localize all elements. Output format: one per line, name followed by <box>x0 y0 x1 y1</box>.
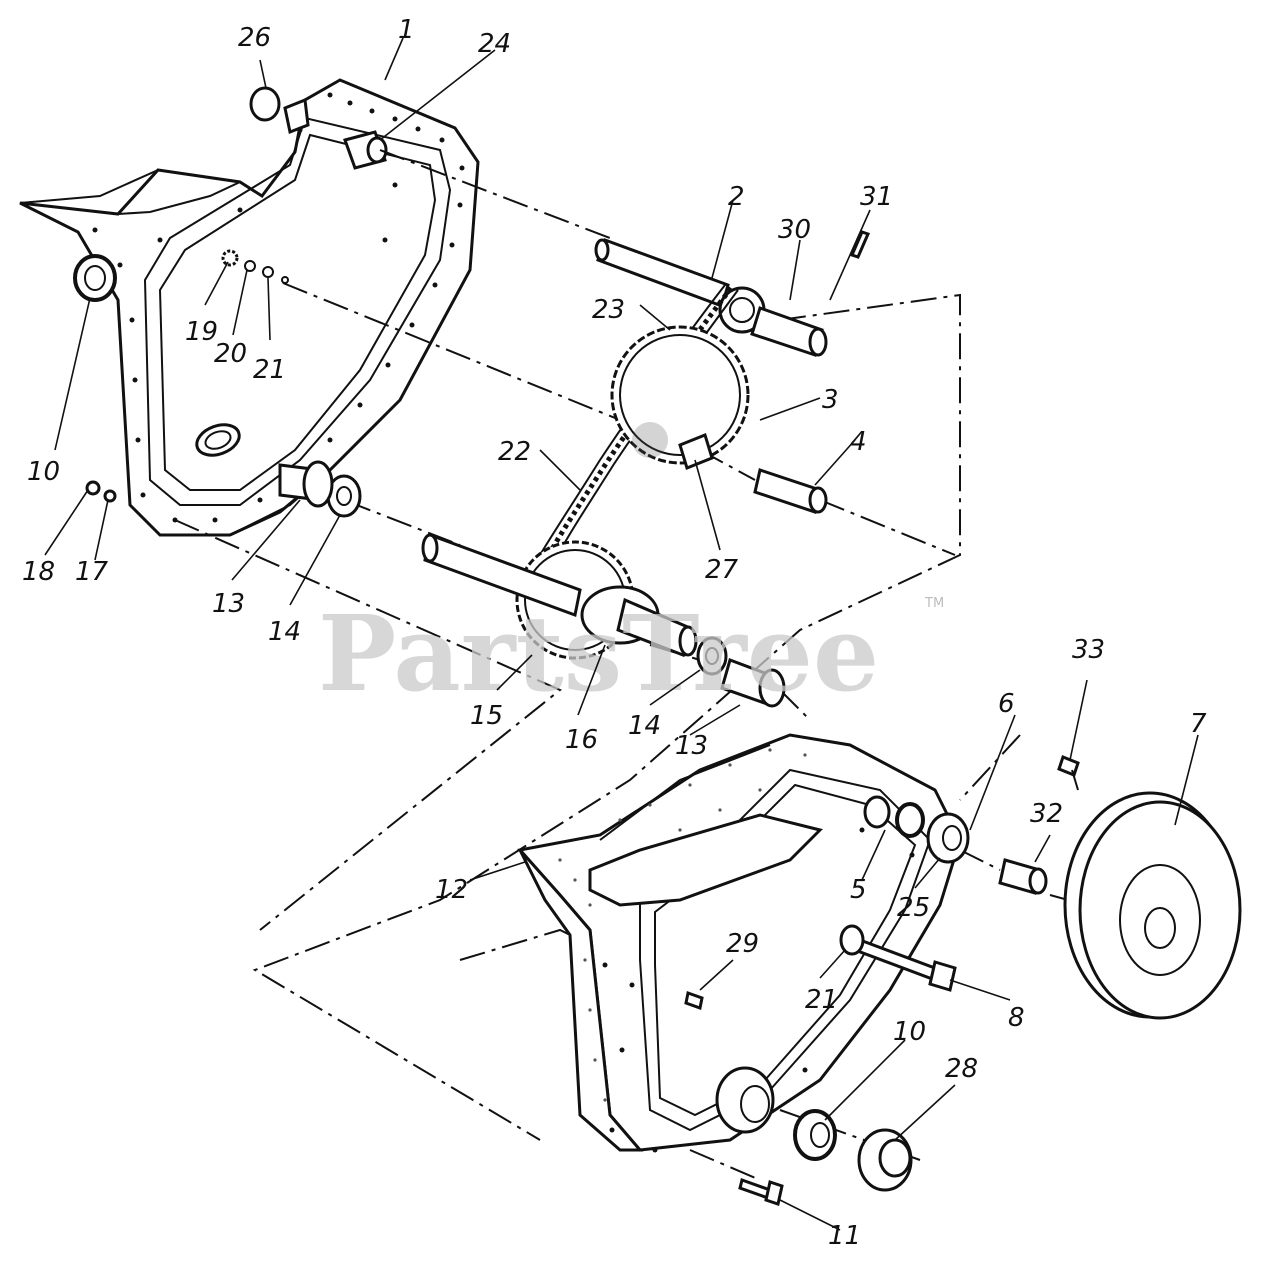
hub-collar <box>580 585 698 658</box>
roll-pin <box>849 230 871 259</box>
callout-21-left: 21 <box>253 355 286 385</box>
callout-23: 23 <box>592 295 625 325</box>
leader-lines <box>44 37 1199 1231</box>
callout-12: 12 <box>435 875 468 905</box>
callout-labels: 1 24 26 2 30 31 23 3 4 22 27 19 20 21 10… <box>22 15 1207 1251</box>
callout-13-right: 13 <box>675 731 708 761</box>
callout-10-left: 10 <box>27 457 60 487</box>
gasket-stipple <box>558 748 807 1102</box>
callout-27: 27 <box>705 555 739 585</box>
small-hardware-set <box>221 249 289 284</box>
callout-22: 22 <box>498 437 531 467</box>
drive-chain <box>539 284 739 561</box>
callout-14-left: 14 <box>268 617 301 647</box>
sprocket-hub <box>750 306 828 357</box>
housing-bolt-holes <box>92 92 465 523</box>
callout-11: 11 <box>828 1221 861 1251</box>
bushing-upper <box>278 460 334 508</box>
callout-32: 32 <box>1030 799 1063 829</box>
nut <box>85 480 101 496</box>
callout-13-left: 13 <box>212 589 245 619</box>
left-housing-half <box>19 78 480 537</box>
trademark-symbol: TM <box>924 596 944 611</box>
callout-29: 29 <box>726 929 759 959</box>
callout-31: 31 <box>860 182 893 212</box>
callout-18: 18 <box>22 557 55 587</box>
callout-24: 24 <box>478 29 511 59</box>
seal-left <box>73 254 117 302</box>
bearing-flange <box>926 812 970 864</box>
sprocket-shaft <box>678 433 714 470</box>
callout-19: 19 <box>185 317 218 347</box>
screw-mid <box>684 991 704 1010</box>
bearing-cap <box>857 1128 913 1192</box>
callout-1: 1 <box>398 15 415 45</box>
watermark-text: PartsTree <box>318 592 879 715</box>
callout-7: 7 <box>1190 709 1207 739</box>
pulley-spacer <box>998 858 1048 895</box>
callout-15: 15 <box>470 701 503 731</box>
callout-25: 25 <box>897 893 930 923</box>
callout-10-right: 10 <box>893 1017 926 1047</box>
spacer-tube <box>753 468 828 514</box>
callout-3: 3 <box>822 385 839 415</box>
callout-30: 30 <box>778 215 811 245</box>
seal-right <box>793 1109 837 1161</box>
bearing <box>895 802 925 838</box>
right-housing-holes <box>602 827 915 1153</box>
lock-washer <box>103 489 117 503</box>
pulley <box>1063 791 1242 1020</box>
washer-upper <box>326 474 362 518</box>
callout-17: 17 <box>75 557 109 587</box>
callout-16: 16 <box>565 725 598 755</box>
axle-shaft <box>421 532 582 618</box>
callout-33: 33 <box>1072 635 1105 665</box>
callout-6: 6 <box>998 689 1015 719</box>
callout-28: 28 <box>945 1054 978 1084</box>
callout-21-right: 21 <box>805 985 838 1015</box>
washer-lower <box>696 636 728 676</box>
callout-26: 26 <box>238 23 271 53</box>
callout-20: 20 <box>214 339 247 369</box>
callout-5: 5 <box>850 875 867 905</box>
callout-14-right: 14 <box>628 711 661 741</box>
callout-2: 2 <box>728 182 745 212</box>
large-sprocket <box>610 325 750 465</box>
screw-top <box>1057 755 1080 791</box>
washer-right <box>839 924 865 956</box>
callout-8: 8 <box>1008 1003 1025 1033</box>
bushing-lower <box>720 658 786 708</box>
right-housing-half <box>517 733 962 1153</box>
callout-4: 4 <box>850 427 867 457</box>
bolt <box>852 938 957 992</box>
screw-bottom <box>738 1178 784 1206</box>
